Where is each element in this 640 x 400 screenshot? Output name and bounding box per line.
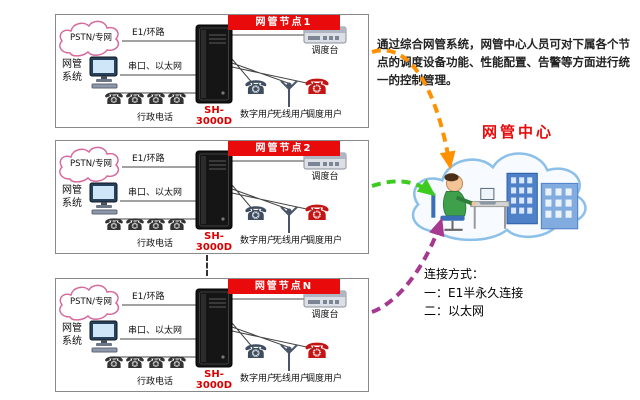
wireless-antenna-icon: [280, 80, 298, 107]
connector-lines: [110, 34, 317, 97]
wireless-user-label: 无线用户: [272, 236, 309, 246]
nmc-title: 网管中心: [482, 123, 555, 141]
node-title: 网管节点N: [228, 279, 340, 294]
connector-lines: [110, 160, 317, 223]
digital-user-phone-icon: ☎: [244, 341, 268, 363]
nms-label: 网管系统: [62, 59, 82, 83]
wireless-antenna-icon: [280, 206, 298, 233]
server-tower-icon: [195, 150, 233, 230]
serial-ethernet-label: 串口、以太网: [128, 188, 183, 198]
admin-phone-label: 行政电话: [136, 113, 173, 123]
digital-user-phone-icon: ☎: [244, 203, 268, 225]
e1-link-label: E1/环路: [132, 154, 165, 164]
computer-icon: [89, 182, 118, 215]
nms-label: 网管系统: [62, 323, 82, 347]
pstn-label: PSTN/专网: [70, 33, 112, 43]
pstn-cloud: [59, 284, 120, 321]
phone-icon: ☎: [146, 89, 166, 108]
building-icon: [506, 172, 579, 230]
wireless-user-label: 无线用户: [272, 374, 309, 384]
dispatch-console-label: 调度台: [311, 172, 339, 182]
e1-link-label: E1/环路: [132, 28, 165, 38]
digital-user-label: 数字用户: [239, 374, 276, 384]
more-nodes-ellipsis: [206, 255, 208, 276]
dispatch-user-label: 调度用户: [305, 110, 342, 120]
server-model-label: SH-3000D: [195, 231, 233, 253]
wireless-antenna-icon: [280, 344, 298, 371]
phone-icon: ☎: [125, 215, 145, 234]
nms-label: 网管系统: [62, 185, 82, 209]
server-model-label: SH-3000D: [195, 105, 233, 127]
digital-user-label: 数字用户: [239, 236, 276, 246]
wireless-user-label: 无线用户: [272, 110, 309, 120]
phone-icon: ☎: [167, 215, 187, 234]
node-box-2: 网管节点2 PSTN/专网 E1/环路 网管系统 串口、以太网 SH-3000D…: [55, 140, 369, 254]
dispatch-user-label: 调度用户: [305, 236, 342, 246]
node-artwork: [59, 146, 347, 233]
node-box-n: 网管节点N PSTN/专网 E1/环路 网管系统 串口、以太网 SH-3000D…: [55, 278, 369, 392]
admin-phone-label: 行政电话: [136, 239, 173, 249]
description-text: 通过综合网管系统，网管中心人员可对下属各个节点的调度设备功能、性能配置、告警等方…: [377, 37, 630, 87]
pstn-cloud: [59, 20, 120, 57]
dispatch-user-phone-icon: ☎: [304, 339, 331, 363]
node-title: 网管节点1: [228, 15, 340, 30]
dispatch-console-label: 调度台: [311, 46, 339, 56]
phone-icon: ☎: [104, 89, 124, 108]
server-tower-icon: [195, 24, 233, 104]
phone-icon: ☎: [146, 353, 166, 372]
phone-icon: ☎: [125, 89, 145, 108]
dispatch-console-icon: [303, 149, 347, 170]
server-tower-icon: [195, 288, 233, 368]
digital-user-label: 数字用户: [239, 110, 276, 120]
node-artwork: [59, 284, 347, 371]
dispatch-user-label: 调度用户: [305, 374, 342, 384]
connection-title: 连接方式：: [424, 267, 485, 281]
phone-icon: ☎: [167, 353, 187, 372]
serial-ethernet-label: 串口、以太网: [128, 326, 183, 336]
connection-line2: 二：以太网: [424, 304, 485, 319]
pstn-label: PSTN/专网: [70, 159, 112, 169]
phone-icon: ☎: [104, 353, 124, 372]
dispatch-console-label: 调度台: [311, 310, 339, 320]
connection-line1: 一：E1半永久连接: [424, 285, 524, 300]
node-title: 网管节点2: [228, 141, 340, 156]
dispatch-user-phone-icon: ☎: [304, 201, 331, 225]
digital-user-phone-icon: ☎: [244, 77, 268, 99]
phone-icon: ☎: [146, 215, 166, 234]
operator-at-desk-icon: [431, 173, 510, 231]
admin-phone-label: 行政电话: [136, 377, 173, 387]
computer-icon: [89, 56, 118, 89]
node-artwork: [59, 20, 347, 107]
computer-icon: [89, 320, 118, 353]
dispatch-user-phone-icon: ☎: [304, 75, 331, 99]
connection-methods: 连接方式： 一：E1半永久连接 二：以太网: [424, 265, 523, 321]
serial-ethernet-label: 串口、以太网: [128, 62, 183, 72]
phone-icon: ☎: [125, 353, 145, 372]
phone-icon: ☎: [167, 89, 187, 108]
phone-icon: ☎: [104, 215, 124, 234]
nmc-cloud: [411, 152, 587, 242]
server-model-label: SH-3000D: [195, 369, 233, 391]
pstn-cloud: [59, 146, 120, 183]
e1-link-label: E1/环路: [132, 292, 165, 302]
connector-lines: [110, 298, 317, 361]
node-box-1: 网管节点1 PSTN/专网 E1/环路 网管系统 串口、以太网 SH-3000D…: [55, 14, 369, 128]
pstn-label: PSTN/专网: [70, 297, 112, 307]
